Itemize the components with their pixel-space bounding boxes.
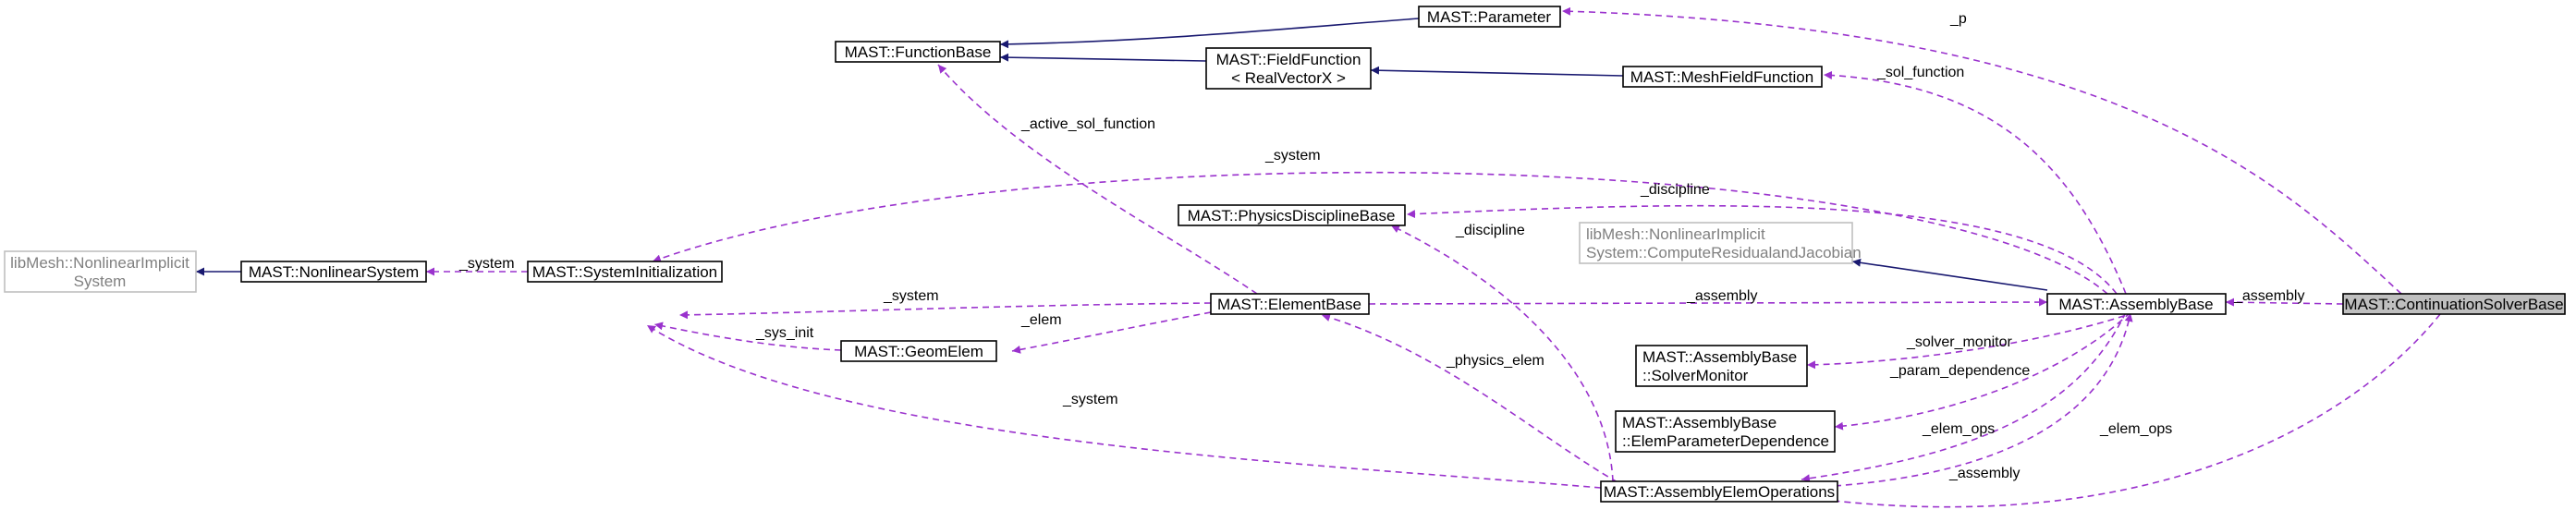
node-system-initialization[interactable]: MAST::SystemInitialization [527,261,723,283]
edge-elementbase-activesolfunction [937,64,1258,295]
node-libmesh-compute-residual[interactable]: libMesh::NonlinearImplicit System::Compu… [1579,222,1862,264]
node-assembly-base[interactable]: MAST::AssemblyBase [2046,293,2227,315]
edge-label-assembly-csb: _assembly [2233,288,2304,304]
node-libmesh-compute-residual-label-2: System::ComputeResidualandJacobian [1586,244,1862,261]
node-elem-parameter-dependence-label-1: MAST::AssemblyBase [1622,414,1776,431]
node-parameter[interactable]: MAST::Parameter [1418,6,1561,28]
edge-label-elem-ops-right: _elem_ops [2099,421,2172,437]
node-function-base[interactable]: MAST::FunctionBase [835,41,1001,63]
edge-label-solver-monitor: _solver_monitor [1906,334,2013,350]
edge-elementbase-geomelem [1011,311,1212,354]
node-system-initialization-label: MAST::SystemInitialization [532,263,717,281]
edge-geomelem-sysinit [653,322,842,351]
edge-label-system-top: _system [1264,148,1321,164]
node-nonlinear-system-label: MAST::NonlinearSystem [249,263,419,281]
node-field-function-label-1: MAST::FieldFunction [1216,51,1361,68]
node-libmesh-nonlinear-label-2: System [74,273,127,290]
node-mesh-field-function[interactable]: MAST::MeshFieldFunction [1622,66,1823,88]
node-libmesh-compute-residual-label-1: libMesh::NonlinearImplicit [1586,225,1765,243]
edge-assembly-solvermonitor [1806,311,2136,370]
node-parameter-label: MAST::Parameter [1427,8,1551,26]
node-field-function[interactable]: MAST::FieldFunction < RealVectorX > [1205,47,1372,90]
node-assembly-elem-operations-label: MAST::AssemblyElemOperations [1604,483,1835,501]
edge-label-sol-function: _sol_function [1876,65,1964,80]
edge-label-discipline-mid: _discipline [1455,223,1525,238]
usage-edges [426,6,2441,508]
edge-label-assembly-bottom: _assembly [1948,466,2020,481]
edge-label-system-left: _system [458,256,515,272]
edge-parameter-to-functionbase [999,18,1420,49]
inheritance-edges [196,18,2048,291]
node-solver-monitor-label-2: ::SolverMonitor [1642,367,1749,384]
node-mesh-field-function-label: MAST::MeshFieldFunction [1630,68,1813,86]
edge-assembly-system-top [652,171,2108,295]
node-elem-parameter-dependence-label-2: ::ElemParameterDependence [1622,432,1829,450]
edge-label-discipline-top: _discipline [1640,182,1710,198]
node-geom-elem-label: MAST::GeomElem [854,343,983,360]
edge-elemops-discipline [1390,225,1614,482]
edge-csb-elemops [1801,313,2441,508]
node-assembly-base-label: MAST::AssemblyBase [2058,296,2213,313]
nodes: MAST::ContinuationSolverBase MAST::Assem… [4,6,2566,503]
node-libmesh-nonlinear-implicit-system[interactable]: libMesh::NonlinearImplicit System [4,250,197,293]
edge-label-assembly-elem: _assembly [1686,288,1757,304]
edge-elemops-assembly [1801,312,2133,489]
node-elem-parameter-dependence[interactable]: MAST::AssemblyBase ::ElemParameterDepend… [1615,410,1836,453]
edge-label-physics-elem: _physics_elem [1446,353,1544,369]
node-geom-elem[interactable]: MAST::GeomElem [840,340,997,362]
node-function-base-label: MAST::FunctionBase [845,43,992,61]
edge-fieldfunction-to-functionbase [999,53,1207,62]
edge-label-elem-ops-left: _elem_ops [1922,421,1995,437]
edge-label-param-dependence: _param_dependence [1889,363,2030,379]
node-continuation-solver-base-label: MAST::ContinuationSolverBase [2344,296,2563,313]
node-solver-monitor-label-1: MAST::AssemblyBase [1642,348,1797,366]
edge-label-elem: _elem [1020,312,1062,328]
edge-assembly-solfunction [1823,70,2127,295]
edge-assembly-discipline [1406,204,2118,295]
node-assembly-elem-operations[interactable]: MAST::AssemblyElemOperations [1600,480,1838,503]
node-nonlinear-system[interactable]: MAST::NonlinearSystem [240,261,427,283]
node-physics-discipline-base-label: MAST::PhysicsDisciplineBase [1188,207,1396,225]
node-libmesh-nonlinear-label-1: libMesh::NonlinearImplicit [10,254,189,272]
edge-label-p: _p [1949,11,1967,27]
edge-assemblybase-to-libmesh-compute [1851,258,2048,291]
node-continuation-solver-base[interactable]: MAST::ContinuationSolverBase [2342,293,2566,315]
edge-label-sys-init: _sys_init [755,325,814,341]
edge-meshfieldfunction-to-fieldfunction [1370,66,1624,77]
edge-labels: _p _sol_function _active_sol_function _s… [458,11,2304,481]
edge-label-active-sol-function: _active_sol_function [1020,116,1155,132]
node-element-base[interactable]: MAST::ElementBase [1210,293,1370,315]
node-element-base-label: MAST::ElementBase [1217,296,1361,313]
node-solver-monitor[interactable]: MAST::AssemblyBase ::SolverMonitor [1635,345,1808,387]
edge-label-system-mid: _system [883,288,939,304]
edge-elementbase-assembly [1368,297,2048,307]
edge-elementbase-system [678,302,1212,320]
edge-elemops-system [646,324,1602,489]
edge-csb-assembly [2225,297,2344,307]
edge-label-system-bottom: _system [1062,392,1118,407]
edge-elemops-physicselem [1321,313,1618,483]
edge-assembly-elemops [1801,311,2127,483]
node-field-function-label-2: < RealVectorX > [1231,69,1346,87]
edge-assembly-paramdep [1834,311,2131,431]
node-physics-discipline-base[interactable]: MAST::PhysicsDisciplineBase [1178,204,1406,226]
